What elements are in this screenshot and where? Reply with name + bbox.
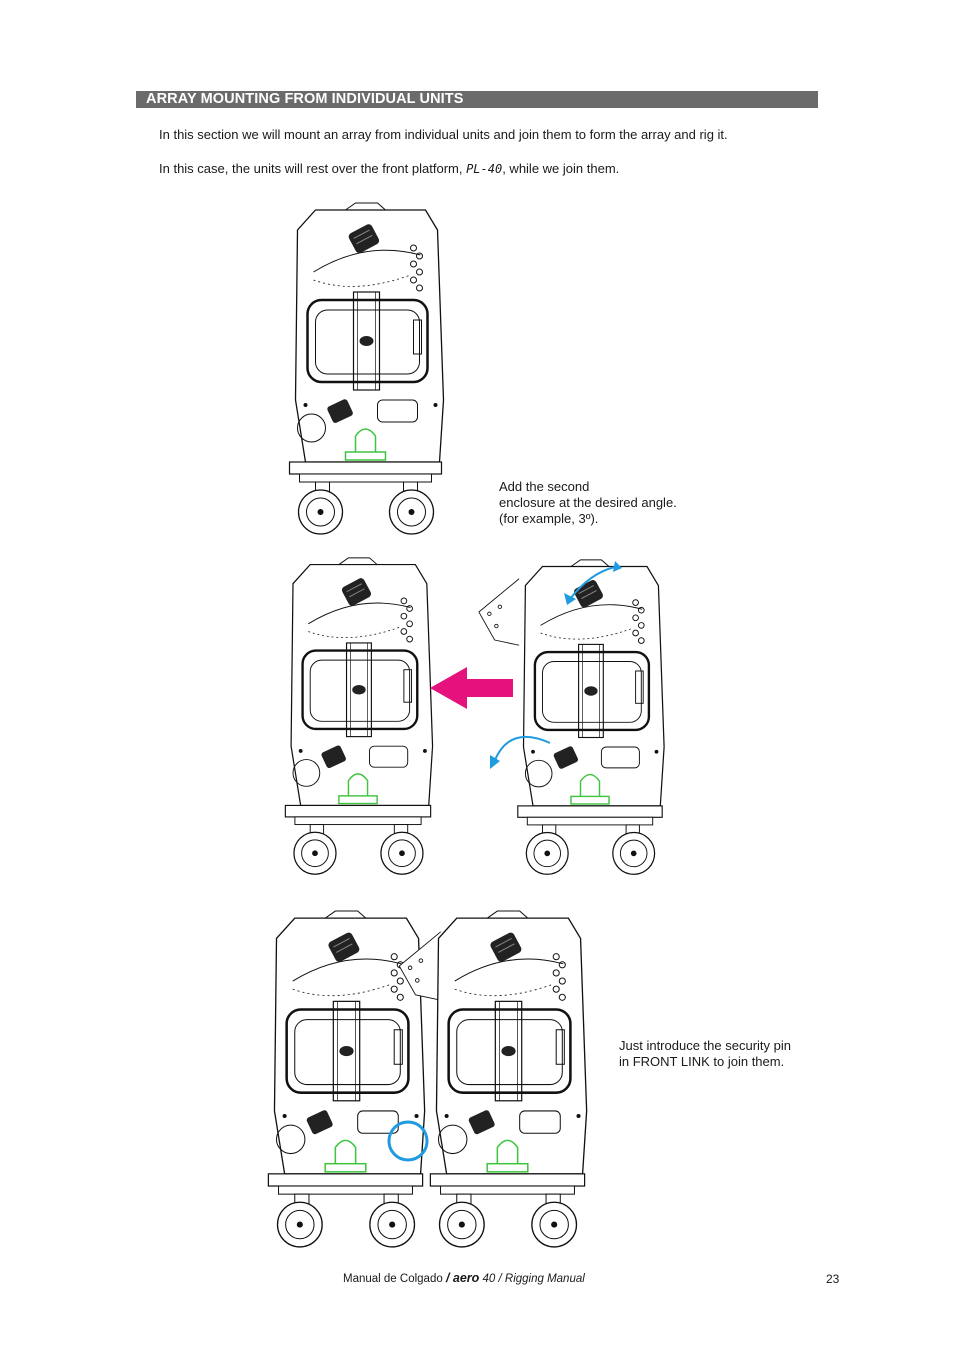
rotate-arrow-top-icon bbox=[569, 566, 616, 600]
caption-add-second-line-1: Add the second bbox=[499, 479, 590, 494]
footer-title: Manual de Colgado / aero 40 / Rigging Ma… bbox=[343, 1271, 585, 1285]
figure-joined-enclosures bbox=[267, 909, 589, 1249]
rotate-arrow-bottom-icon bbox=[494, 735, 551, 761]
caption-security-pin-line-1: Just introduce the security pin bbox=[619, 1038, 791, 1053]
enclosure-left-illustration bbox=[267, 909, 427, 1249]
footer-left: Manual de Colgado bbox=[343, 1273, 446, 1285]
security-pin-highlight-icon bbox=[387, 1120, 429, 1162]
caption-security-pin-line-2: in FRONT LINK to join them. bbox=[619, 1054, 785, 1069]
p2-text-before: In this case, the units will rest over t… bbox=[159, 161, 467, 176]
platform-code: PL-40 bbox=[466, 162, 503, 176]
section-title: ARRAY MOUNTING FROM INDIVIDUAL UNITS bbox=[146, 91, 464, 107]
caption-add-second-line-3: (for example, 3º). bbox=[499, 511, 599, 526]
enclosure-illustration bbox=[288, 201, 445, 536]
enclosure-right-illustration bbox=[516, 558, 666, 876]
footer-right: Rigging Manual bbox=[501, 1273, 585, 1285]
caption-add-second: Add the second enclosure at the desired … bbox=[499, 479, 704, 527]
footer-model: 40 / bbox=[479, 1273, 502, 1285]
link-bracket-illustration bbox=[478, 578, 520, 646]
figure-single-enclosure bbox=[288, 201, 445, 536]
intro-paragraph-2: In this case, the units will rest over t… bbox=[159, 161, 619, 177]
enclosure-left-illustration bbox=[284, 556, 434, 876]
caption-security-pin: Just introduce the security pin in FRONT… bbox=[619, 1038, 819, 1070]
p2-text-after: , while we join them. bbox=[502, 161, 620, 176]
push-arrow-icon bbox=[430, 667, 513, 709]
page-number: 23 bbox=[826, 1272, 840, 1286]
figure-approach-enclosure bbox=[284, 556, 666, 876]
footer-brand: / aero bbox=[445, 1271, 480, 1285]
caption-add-second-line-2: enclosure at the desired angle. bbox=[499, 495, 677, 510]
intro-paragraph-1: In this section we will mount an array f… bbox=[159, 127, 728, 142]
section-title-bar: ARRAY MOUNTING FROM INDIVIDUAL UNITS bbox=[136, 91, 818, 108]
enclosure-right-illustration bbox=[429, 909, 589, 1249]
